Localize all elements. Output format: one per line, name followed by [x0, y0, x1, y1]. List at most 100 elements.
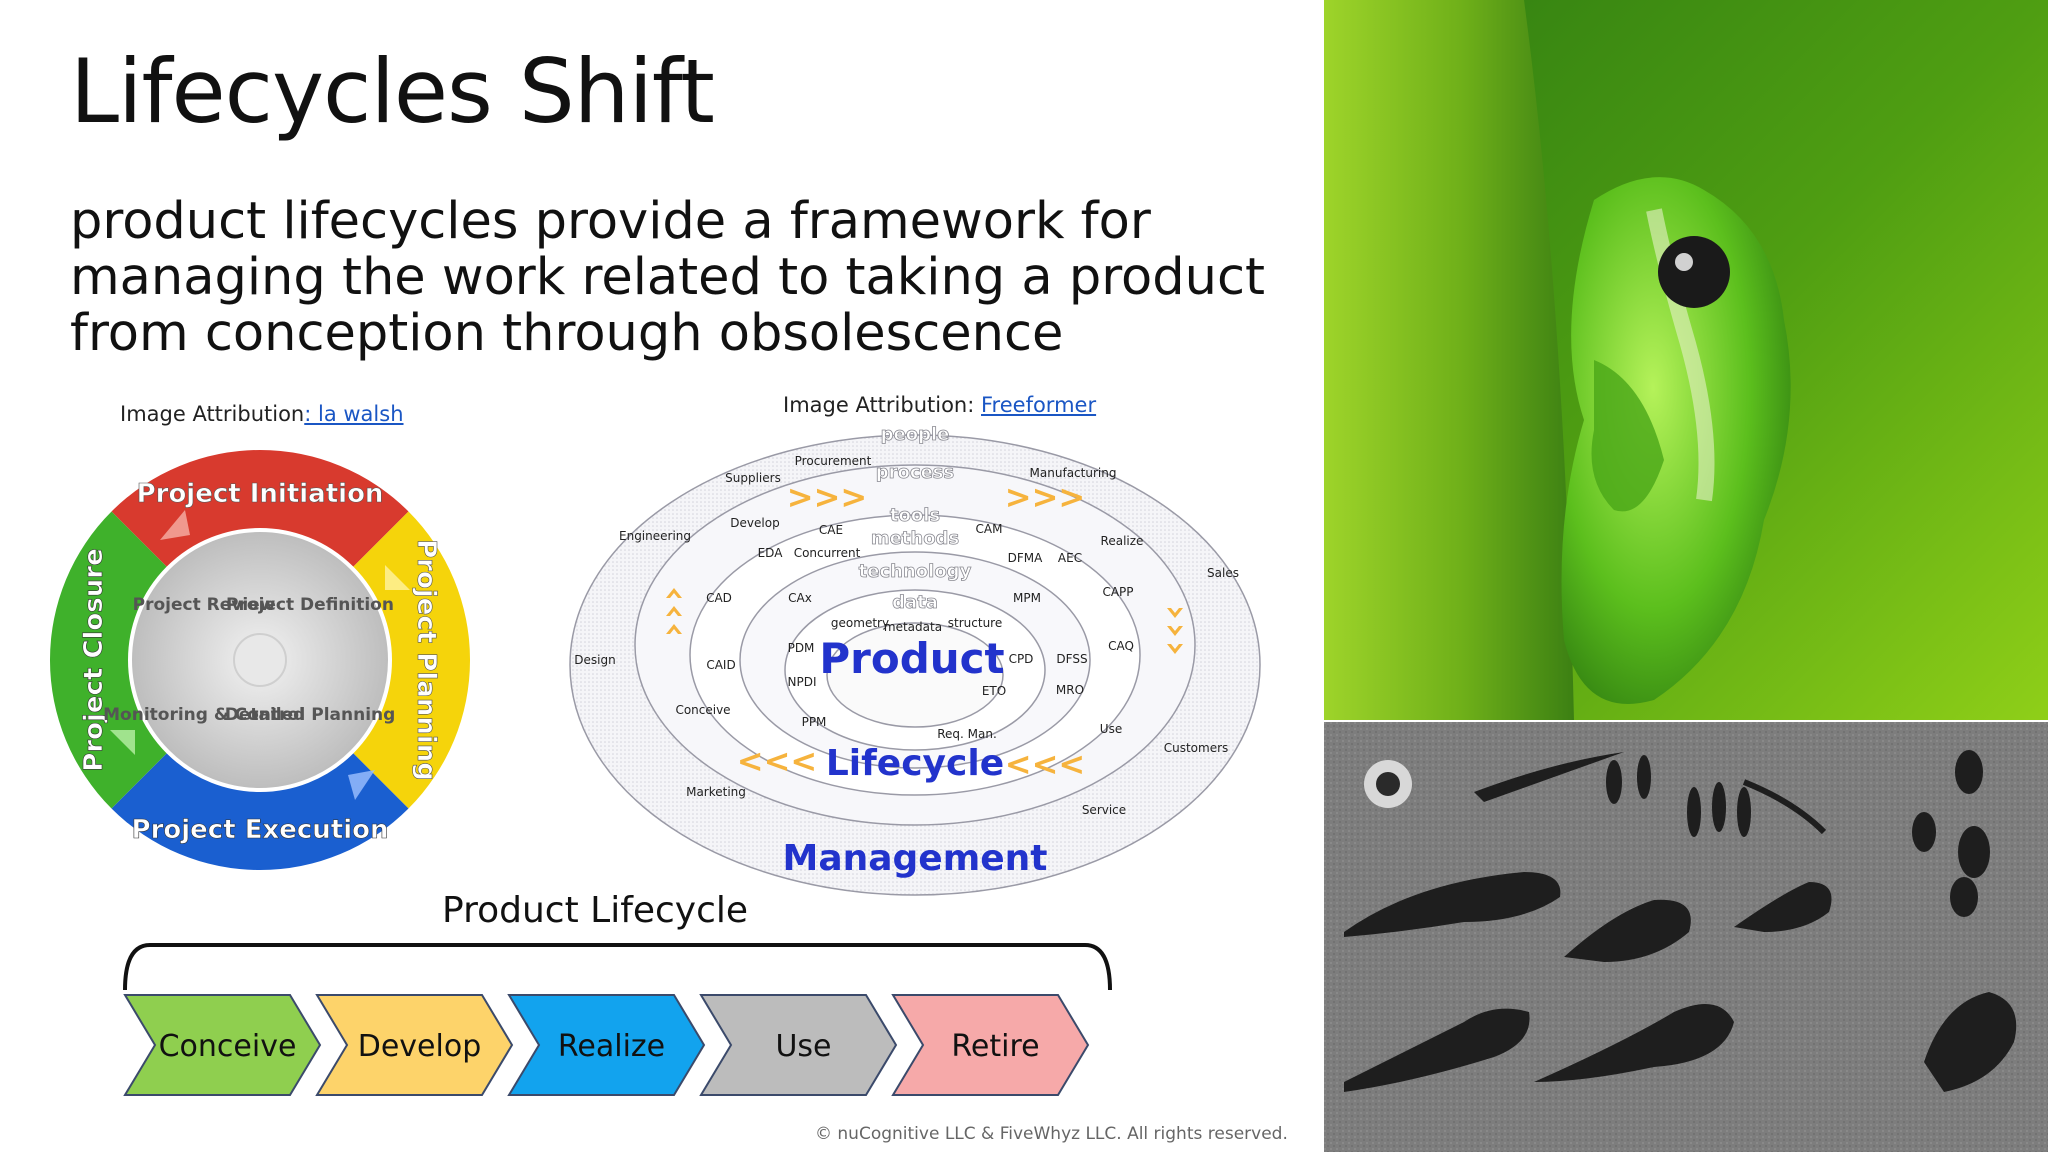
slide-title: Lifecycles Shift	[70, 40, 715, 143]
froglet-8	[1534, 1004, 1734, 1082]
lifecycle-heading: Product Lifecycle	[442, 890, 749, 931]
plm-term: Realize	[1101, 534, 1144, 548]
plm-term: Use	[1100, 722, 1122, 736]
lifecycle-stage-realize	[507, 994, 706, 1096]
ring-label-process: process	[876, 462, 954, 483]
arrow-icon	[110, 730, 135, 755]
attribution-link-la-walsh[interactable]: : la walsh	[304, 402, 404, 426]
plm-term: MPM	[1013, 591, 1041, 605]
label-monitoring-control: Monitoring & Control	[103, 705, 305, 725]
label-project-initiation: Project Initiation	[137, 479, 384, 509]
plm-term: Procurement	[795, 454, 872, 468]
image-attribution-left: Image Attribution: la walsh	[120, 402, 404, 426]
frog-body	[1561, 177, 1791, 705]
plm-term: NPDI	[788, 675, 817, 689]
lifecycle-stage-label: Develop	[358, 1029, 482, 1064]
plm-term: DFSS	[1056, 652, 1087, 666]
plm-term: Req. Man.	[937, 727, 997, 741]
wheel-segment-planning	[352, 511, 471, 809]
frog-lip-stripe	[1646, 208, 1715, 502]
plm-term: geometry	[831, 616, 889, 630]
plm-term: CAID	[706, 658, 735, 672]
wheel-hub	[233, 633, 287, 687]
lifecycle-stage-label: Retire	[951, 1029, 1039, 1064]
plm-term: Engineering	[619, 529, 691, 543]
plm-term: CAx	[788, 591, 812, 605]
label-project-review: Project Review	[133, 595, 276, 615]
label-project-closure: Project Closure	[79, 548, 109, 771]
plm-term: Marketing	[686, 785, 746, 799]
plm-term: Customers	[1164, 741, 1229, 755]
frog-egg	[1376, 772, 1400, 796]
ring-label-people: people	[881, 424, 950, 445]
frog-photo	[1324, 0, 2048, 720]
grass-stem	[1324, 0, 1574, 720]
project-cycle-diagram: Project Initiation Project Planning Proj…	[49, 449, 471, 871]
lifecycle-bracket	[123, 943, 1112, 991]
tadpole-stages-photo	[1324, 722, 2048, 1152]
arrow-icon	[385, 565, 410, 590]
up-arrows-icon	[666, 588, 682, 634]
ring-label-technology: technology	[859, 561, 972, 582]
lifecycle-stage-retire	[891, 994, 1090, 1096]
plm-term: CAD	[706, 591, 732, 605]
wheel-segment-closure	[49, 511, 168, 809]
attribution-link-freeformer[interactable]: Freeformer	[981, 393, 1097, 417]
flow-arrows-icon: <<<	[737, 742, 817, 780]
frog-eye	[1658, 236, 1730, 308]
plm-term: DFMA	[1008, 551, 1043, 565]
plm-term: Conceive	[675, 703, 730, 717]
plm-term: Concurrent	[794, 546, 861, 560]
wheel-segment-initiation	[111, 449, 409, 568]
ring-data	[826, 622, 1004, 728]
plm-term: Design	[574, 653, 615, 667]
tadpole-4	[1734, 882, 1832, 932]
plm-term: Sales	[1207, 566, 1239, 580]
arrow-icon	[160, 510, 190, 540]
plm-term: PPM	[802, 715, 827, 729]
plm-word-management: Management	[783, 838, 1048, 879]
lifecycle-stage-use	[699, 994, 898, 1096]
copyright-notice: © nuCognitive LLC & FiveWhyz LLC. All ri…	[815, 1124, 1288, 1144]
plm-term: CAQ	[1108, 639, 1134, 653]
plm-term: Develop	[730, 516, 779, 530]
plm-term: CPD	[1009, 652, 1034, 666]
wheel-segment-execution	[111, 752, 409, 871]
attribution-prefix: Image Attribution	[120, 402, 305, 426]
image-attribution-right: Image Attribution: Freeformer	[783, 393, 1096, 417]
flow-arrows-icon: >>>	[787, 478, 867, 516]
plm-term: CAPP	[1102, 585, 1133, 599]
plm-term: CAM	[976, 522, 1003, 536]
label-detailed-planning: Detailed Planning	[225, 705, 396, 725]
plm-diagram: people process tools methods technology …	[569, 424, 1261, 896]
flow-arrows-icon: >>>	[1005, 478, 1085, 516]
lifecycle-stage-label: Use	[775, 1029, 831, 1064]
label-project-planning: Project Planning	[411, 539, 441, 781]
plm-term: structure	[948, 616, 1002, 630]
plm-term: Manufacturing	[1030, 466, 1117, 480]
lifecycle-stage-develop	[315, 994, 514, 1096]
plm-term: Service	[1082, 803, 1126, 817]
plm-term: AEC	[1058, 551, 1082, 565]
froglet-7	[1344, 1008, 1530, 1092]
tadpole-5	[1564, 899, 1691, 962]
ring-label-methods: methods	[871, 528, 959, 549]
plm-word-lifecycle: Lifecycle	[826, 743, 1004, 784]
plm-term: EDA	[758, 546, 784, 560]
down-arrows-icon	[1167, 608, 1183, 654]
frog-9	[1924, 992, 2017, 1092]
lifecycle-stage-label: Conceive	[159, 1029, 297, 1064]
label-project-execution: Project Execution	[132, 815, 389, 845]
ring-label-tools: tools	[890, 505, 940, 526]
plm-term: ETO	[982, 684, 1006, 698]
label-project-definition: Project Definition	[226, 595, 394, 615]
plm-term: metadata	[884, 620, 942, 634]
plm-term: PDM	[788, 641, 815, 655]
slide-subtitle: product lifecycles provide a framework f…	[70, 192, 1265, 363]
plm-word-product: Product	[819, 634, 1004, 683]
flow-arrows-icon: <<<	[1005, 745, 1085, 783]
ring-label-data: data	[892, 592, 938, 613]
lifecycle-stage-conceive	[123, 994, 322, 1096]
arrow-icon	[348, 770, 375, 800]
